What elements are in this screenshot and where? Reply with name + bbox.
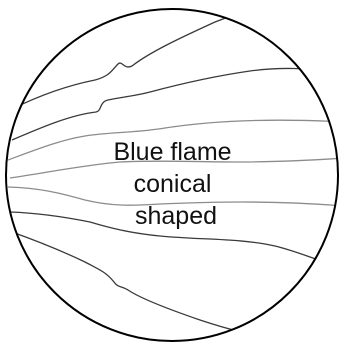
flame-label: Blue flame conical shaped: [113, 138, 238, 230]
flame-label-line-1: Blue flame: [113, 138, 231, 166]
flame-streak: [12, 68, 340, 140]
flame-label-line-3: shaped: [135, 202, 217, 230]
flame-streak: [12, 232, 290, 342]
flame-streak: [10, 0, 300, 110]
flame-label-line-2: conical: [134, 170, 212, 198]
